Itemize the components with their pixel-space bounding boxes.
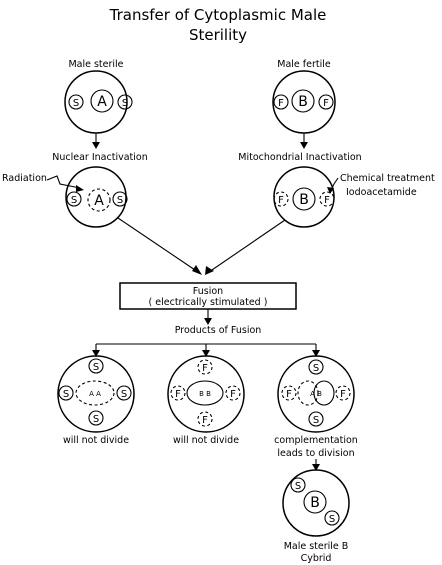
organelle-s [117, 94, 133, 110]
svg-text:A A: A A [89, 390, 101, 398]
svg-text:B: B [310, 495, 320, 511]
organelle-s [66, 191, 82, 207]
product-cell-ab: A B S F F S [277, 355, 355, 433]
arrow-head [312, 464, 320, 471]
organelle-f [273, 94, 289, 110]
arrow-head [300, 142, 308, 149]
result-3-label-line-2: leads to division [277, 448, 354, 459]
svg-text:S: S [93, 414, 99, 425]
chemically-treated-cell: B F F [273, 166, 335, 228]
svg-text:A B: A B [310, 390, 322, 398]
nuclear-inactivation-label: Nuclear Inactivation [52, 152, 147, 163]
svg-text:F: F [278, 195, 284, 206]
organelle-f [318, 94, 334, 110]
svg-text:B: B [298, 94, 308, 110]
mitochondrial-inactivation-label: Mitochondrial Inactivation [238, 152, 361, 163]
title-line-1: Transfer of Cytoplasmic Male [109, 6, 327, 24]
male-fertile-label: Male fertile [277, 59, 331, 70]
svg-text:B B: B B [199, 390, 211, 398]
cybrid-label-line-2: Cybrid [301, 553, 332, 564]
svg-text:S: S [117, 195, 123, 206]
svg-text:S: S [121, 389, 127, 400]
inactivated-nucleus-a [87, 188, 111, 212]
radiation-label: Radiation [2, 173, 47, 184]
nucleus-b [292, 187, 316, 211]
svg-text:A: A [97, 94, 107, 110]
arrow-head [92, 142, 100, 149]
radiation-pointer [46, 175, 81, 189]
svg-text:S: S [63, 389, 69, 400]
svg-text:F: F [286, 389, 292, 400]
product-cell-bb: B B F F F F [167, 355, 245, 433]
cybrid-cell: B S S [282, 469, 350, 537]
svg-text:F: F [340, 389, 346, 400]
male-sterile-label: Male sterile [68, 59, 123, 70]
svg-text:F: F [202, 415, 208, 426]
svg-text:F: F [175, 389, 181, 400]
svg-text:B: B [299, 192, 309, 208]
male-fertile-cell: B F F [272, 70, 336, 134]
svg-text:S: S [73, 98, 79, 109]
nucleus-b [291, 89, 315, 113]
organelle-s [68, 94, 84, 110]
result-1-label: will not divide [63, 435, 129, 446]
arrow-head [192, 265, 202, 275]
nucleus-a [90, 89, 114, 113]
svg-text:A: A [94, 193, 104, 209]
fusion-subtitle: ( electrically stimulated ) [149, 297, 268, 308]
nucleus-b [303, 490, 327, 514]
svg-text:F: F [323, 98, 329, 109]
cybrid-label-line-1: Male sterile B [284, 541, 349, 552]
svg-text:S: S [71, 195, 77, 206]
male-sterile-cell: A S S [64, 70, 133, 134]
result-3-label-line-1: complementation [274, 435, 358, 446]
iodoacetamide-label: Iodoacetamide [346, 187, 417, 198]
arrow-head [205, 266, 214, 275]
svg-text:S: S [122, 98, 128, 109]
title-line-2: Sterility [189, 26, 247, 44]
svg-text:F: F [324, 195, 330, 206]
svg-text:F: F [278, 98, 284, 109]
inactivated-organelle-f [319, 191, 335, 207]
irradiated-cell: A S S [65, 166, 128, 228]
svg-text:F: F [202, 363, 208, 374]
svg-text:S: S [295, 481, 301, 492]
products-label: Products of Fusion [175, 325, 262, 336]
chemical-treatment-label: Chemical treatment [340, 173, 435, 184]
inactivated-fused-nucleus [75, 380, 115, 406]
fusion-label: Fusion [193, 286, 223, 297]
svg-text:S: S [93, 362, 99, 373]
svg-text:S: S [329, 514, 335, 525]
inactivated-organelle-f [273, 191, 289, 207]
result-2-label: will not divide [173, 435, 239, 446]
product-cell-aa: A A S S S S [57, 355, 135, 433]
svg-text:S: S [313, 415, 319, 426]
svg-text:F: F [230, 389, 236, 400]
svg-text:S: S [313, 363, 319, 374]
arrow-head [204, 318, 212, 325]
organelle-s [112, 191, 128, 207]
fused-nucleus-bb [186, 380, 224, 406]
